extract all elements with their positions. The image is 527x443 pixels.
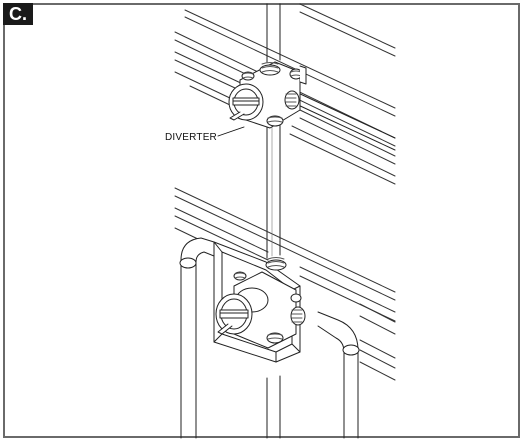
diverter-branch-pipes <box>295 91 396 151</box>
diverter-label: DIVERTER <box>165 132 217 143</box>
upper-wall-studs <box>174 3 396 185</box>
u-pipe-frame <box>179 237 360 439</box>
step-label: C. <box>3 3 33 25</box>
diverter-callout-leader <box>217 126 245 137</box>
lower-wall-studs <box>174 187 396 381</box>
mixing-valve <box>215 257 306 349</box>
diverter-valve <box>228 61 307 129</box>
main-supply-pipe <box>266 3 281 259</box>
